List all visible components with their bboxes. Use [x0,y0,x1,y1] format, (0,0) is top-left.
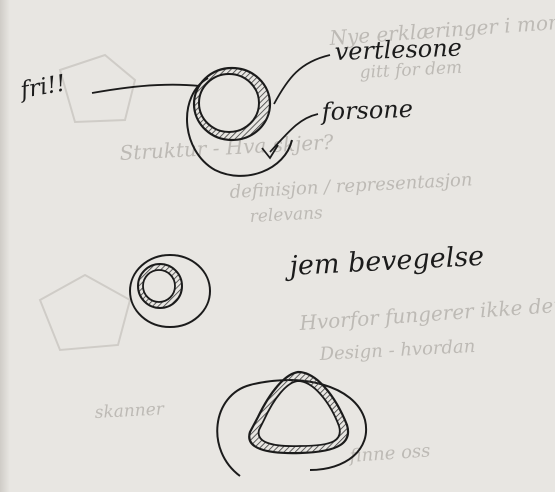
vertlesone-pointer-line [274,55,330,104]
top-inner-circle [199,74,259,132]
bleed-line-5: relevans [249,203,323,227]
bleed-line-7: Design - hvordan [318,336,476,365]
bleed-line-8: skanner [94,399,165,423]
annotation-fri: fri!! [17,70,68,104]
bleed-line-4: definisjon / representasjon [229,169,473,203]
bleed-line-9: finne oss [347,440,431,467]
top-eye-sketch [187,68,292,176]
bottom-eye-sketch [217,372,366,476]
fri-pointer-line [92,85,200,93]
middle-eye-sketch [130,255,210,327]
bleed-line-6: Hvorfor fungerer ikke den gule [298,289,555,335]
middle-inner-circle [143,270,175,302]
annotation-jem-bevegelse: jem bevegelse [284,241,485,282]
annotation-forsone: forsone [319,95,413,126]
annotation-vertlesone: vertlesone [334,34,462,66]
bleed-sketch-shape-2 [40,275,130,350]
